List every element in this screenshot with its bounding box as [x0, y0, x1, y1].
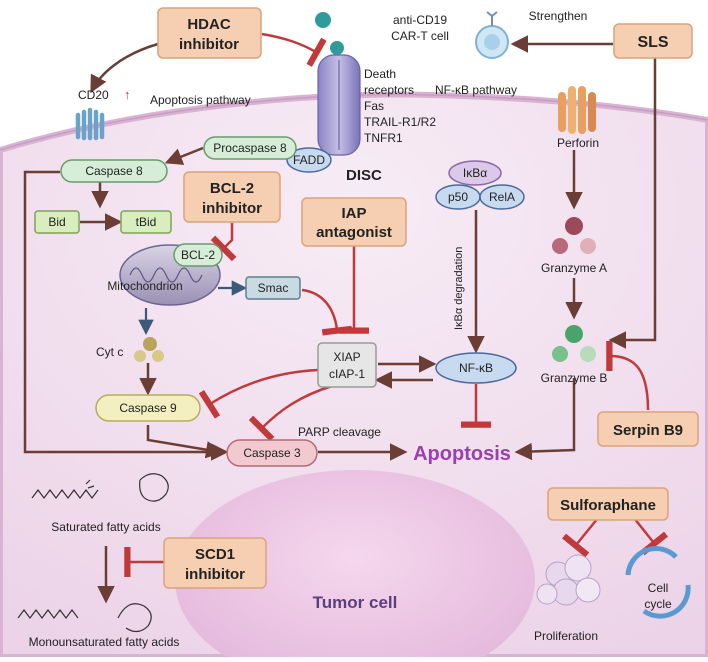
granzyme-b-molecules [552, 325, 596, 362]
saturated-fatty-acid-structures [31, 473, 169, 502]
bcl2-node [173, 243, 223, 267]
tbid-label: tBid [136, 215, 157, 229]
arrow-procasp8-casp8 [164, 146, 204, 165]
mono-label: Monounsaturated fatty acids [29, 635, 180, 649]
bid-node [34, 210, 80, 234]
cd20-label: CD20 [78, 88, 109, 102]
perforin-pore [558, 86, 596, 134]
caspase9-node [95, 394, 201, 422]
smac-label: Smac [258, 281, 289, 295]
caspase3-node [226, 439, 318, 467]
saturated-label: Saturated fatty acids [51, 520, 160, 534]
bcl2inh-label-2: inhibitor [202, 200, 262, 217]
cell-cycle-icon [625, 546, 691, 619]
caspase8-node [60, 159, 168, 183]
death-receptor-complex [286, 12, 361, 173]
fadd-label: FADD [293, 153, 325, 167]
dr-label-fas: Fas [364, 99, 384, 113]
sulfo-label: Sulforaphane [560, 497, 656, 514]
arrow-casp8-casp3 [23, 170, 229, 461]
xiap-label-1: XIAP [333, 350, 360, 364]
xiap-label-2: cIAP-1 [329, 367, 365, 381]
dr-label-tnfr1: TNFR1 [364, 131, 403, 145]
bid-label: Bid [48, 215, 65, 229]
rela-label: RelA [489, 190, 515, 204]
hdac-inhibitor-box: HDAC inhibitor [157, 7, 262, 59]
inhibit-sulfo-cellcycle [633, 517, 669, 556]
serpin-label: Serpin B9 [613, 422, 683, 439]
scd1-inhibitor-box: SCD1 inhibitor [163, 537, 267, 589]
p50-label: p50 [448, 190, 468, 204]
inhibit-serpin-granzymeb [606, 340, 650, 411]
hdac-label-2: inhibitor [179, 36, 239, 53]
parp-label: PARP cleavage [298, 425, 381, 439]
car-t-label-2: CAR-T cell [391, 29, 449, 43]
cell-cycle-label-1: Cell [648, 581, 669, 595]
ikba-complex [435, 160, 525, 210]
dr-label-death: Death [364, 67, 396, 81]
arrow-granzymeb-apoptosis [514, 378, 576, 461]
iap-antagonist-box: IAP antagonist [301, 197, 407, 247]
caspase3-label: Caspase 3 [243, 446, 301, 460]
bcl2-inhibitor-box: BCL-2 inhibitor [183, 171, 281, 223]
nfkb-label: NF-κB [459, 361, 493, 375]
tumor-nucleus [175, 470, 535, 662]
procaspase8-node [203, 136, 297, 160]
scd1-label-2: inhibitor [185, 566, 245, 583]
car-t-cell [475, 11, 509, 59]
sls-label: SLS [637, 34, 668, 51]
caspase9-label: Caspase 9 [119, 401, 177, 415]
hdac-label-1: HDAC [187, 16, 230, 33]
disc-label: DISC [346, 167, 382, 184]
cell-cycle-label-2: cycle [644, 597, 672, 611]
arrow-sls-granzymeb [608, 58, 657, 349]
nfkb-pathway-label: NF-κB pathway [435, 83, 517, 97]
cd20-up-arrow: ↑ [124, 87, 131, 102]
sulforaphane-box: Sulforaphane [547, 487, 669, 521]
car-t-label-1: anti-CD19 [393, 13, 447, 27]
inhibit-xiap-casp3 [248, 384, 333, 442]
iap-label-1: IAP [341, 205, 366, 222]
cytc-label: Cyt c [96, 345, 123, 359]
ikba-degradation-label: IκBα degradation [453, 247, 465, 330]
apoptosis-label: Apoptosis [413, 443, 511, 465]
granzyme-a-molecules [552, 217, 596, 254]
procaspase8-label: Procaspase 8 [213, 141, 287, 155]
apoptosis-pathway-label: Apoptosis pathway [150, 93, 251, 107]
arrow-casp9-casp3 [146, 425, 224, 459]
ikba-label: IκBα [463, 166, 487, 180]
xiap-node [317, 342, 377, 388]
perforin-label: Perforin [557, 136, 599, 150]
inhibit-sulfo-prolif [562, 517, 599, 558]
inhibit-xiap-casp9 [198, 368, 319, 419]
scd1-label-1: SCD1 [195, 546, 235, 563]
caspase8-label: Caspase 8 [85, 164, 143, 178]
smac-node [245, 276, 301, 300]
proliferation-cluster [536, 554, 601, 606]
granzyme-b-label: Granzyme B [541, 371, 608, 385]
sls-box: SLS [613, 23, 693, 59]
serpin-b9-box: Serpin B9 [597, 411, 699, 447]
proliferation-label: Proliferation [534, 629, 598, 643]
nfkb-node [435, 352, 517, 384]
dr-label-receptors: receptors [364, 83, 414, 97]
bcl2inh-label-1: BCL-2 [210, 180, 254, 197]
inhibit-smac-xiap [301, 288, 353, 336]
iap-label-2: antagonist [316, 224, 392, 241]
mono-fatty-acid-structures [17, 603, 152, 633]
arrow-hdac-cd20 [90, 42, 159, 94]
inhibit-bcl2inh-bcl2 [210, 223, 237, 262]
cytc-molecules [134, 337, 164, 362]
mitochondrion-label: Mitochondrion [107, 279, 182, 293]
tbid-node [120, 210, 172, 234]
granzyme-a-label: Granzyme A [541, 261, 607, 275]
dr-label-trail: TRAIL-R1/R2 [364, 115, 436, 129]
cd20-receptor [75, 107, 105, 141]
tumor-cell-label: Tumor cell [313, 593, 398, 612]
inhibit-hdac-dr [261, 32, 327, 67]
strengthen-label: Strengthen [529, 9, 588, 23]
bcl2-label: BCL-2 [181, 248, 215, 262]
